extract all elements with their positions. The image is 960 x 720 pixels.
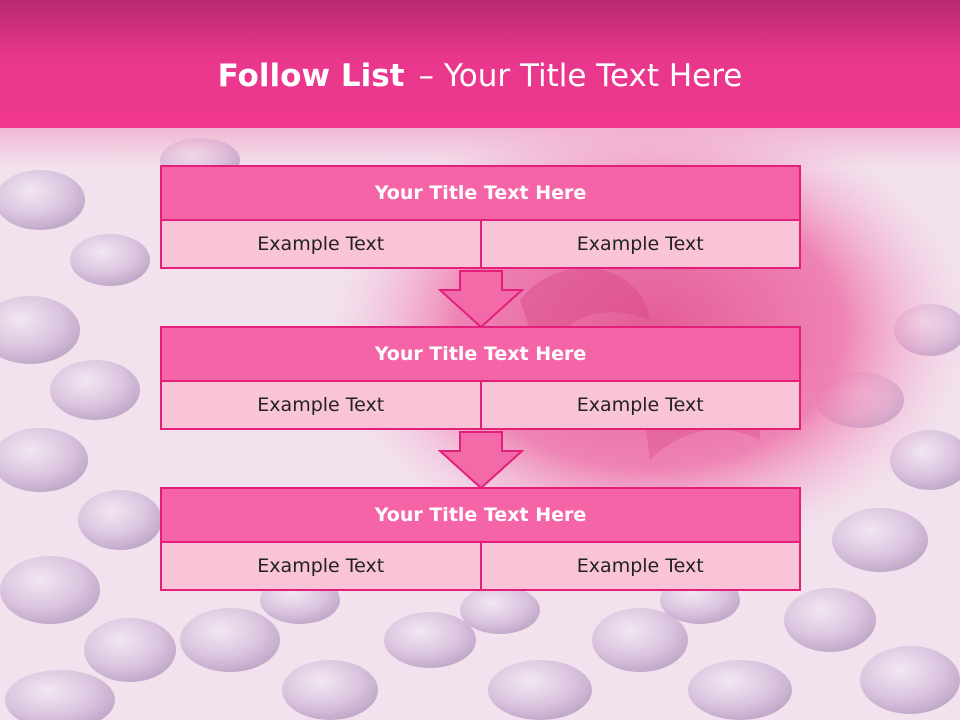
title-bar-fade bbox=[0, 128, 960, 168]
block-title: Your Title Text Here bbox=[160, 165, 801, 221]
down-arrow-icon bbox=[438, 431, 524, 489]
slide-title-rest: Your Title Text Here bbox=[443, 58, 743, 94]
list-block-1: Your Title Text Here Example Text Exampl… bbox=[160, 165, 801, 269]
list-block-3: Your Title Text Here Example Text Exampl… bbox=[160, 487, 801, 591]
block-cell-right: Example Text bbox=[479, 380, 801, 430]
slide-title-dash: – bbox=[418, 58, 434, 94]
block-cell-right: Example Text bbox=[479, 541, 801, 591]
block-cell-left: Example Text bbox=[160, 380, 482, 430]
block-cell-left: Example Text bbox=[160, 541, 482, 591]
block-title: Your Title Text Here bbox=[160, 326, 801, 382]
block-row: Example Text Example Text bbox=[160, 380, 801, 430]
block-cell-left: Example Text bbox=[160, 219, 482, 269]
block-cell-right: Example Text bbox=[479, 219, 801, 269]
slide-title-bold: Follow List bbox=[217, 58, 405, 94]
slide-title: Follow List–Your Title Text Here bbox=[0, 52, 960, 100]
block-title: Your Title Text Here bbox=[160, 487, 801, 543]
list-block-2: Your Title Text Here Example Text Exampl… bbox=[160, 326, 801, 430]
title-bar bbox=[0, 0, 960, 128]
down-arrow-icon bbox=[438, 270, 524, 328]
block-row: Example Text Example Text bbox=[160, 541, 801, 591]
block-row: Example Text Example Text bbox=[160, 219, 801, 269]
